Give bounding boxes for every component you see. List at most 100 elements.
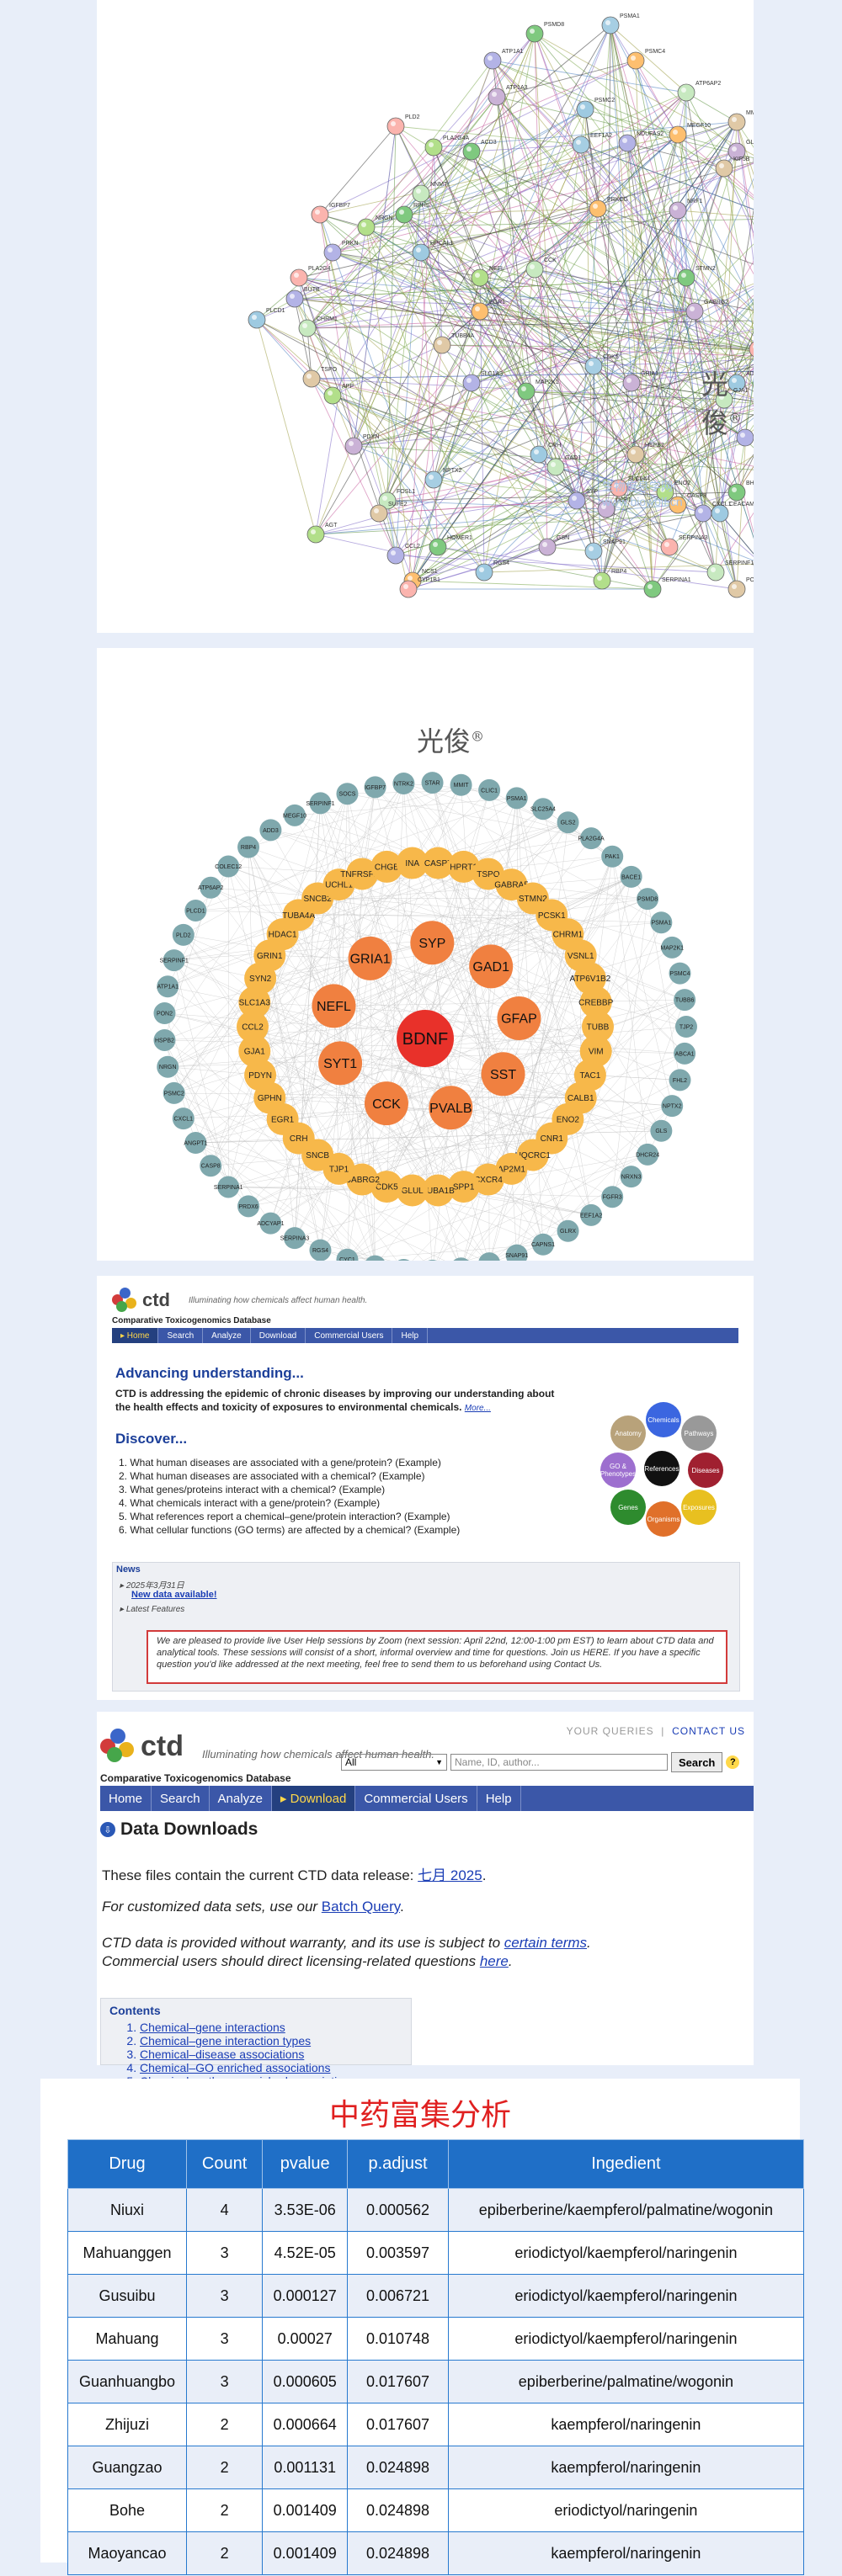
node-circle xyxy=(336,783,359,805)
edge xyxy=(386,822,568,1187)
edge xyxy=(433,208,599,481)
node-circle xyxy=(618,134,637,152)
node-label: BACE1 xyxy=(621,874,641,880)
node-highlight xyxy=(391,550,396,555)
here-link[interactable]: here xyxy=(479,1953,509,1969)
edge xyxy=(534,33,557,468)
edge xyxy=(362,1097,581,1180)
column-header: Ingedient xyxy=(447,2139,805,2189)
nav-item-search[interactable]: Search xyxy=(158,1328,204,1343)
edges xyxy=(256,24,818,590)
edge xyxy=(282,794,348,1119)
edge xyxy=(433,479,679,506)
latest-features[interactable]: ▸ Latest Features xyxy=(120,1605,185,1614)
terms-link[interactable]: certain terms xyxy=(504,1935,588,1951)
category-anatomy[interactable]: Anatomy xyxy=(610,1415,646,1451)
category-go-phenotypes[interactable]: GO & Phenotypes xyxy=(600,1453,636,1488)
ctd-logo-2[interactable]: ctd Illuminating how chemicals affect hu… xyxy=(100,1729,434,1764)
edge xyxy=(610,24,666,493)
question-item[interactable]: 2. What human diseases are associated wi… xyxy=(119,1470,425,1482)
discover-questions: 1. What human diseases are associated wi… xyxy=(119,1456,573,1537)
node-circle xyxy=(469,944,514,989)
edge xyxy=(210,887,552,916)
news-link[interactable]: New data available! xyxy=(131,1590,217,1600)
node-circle xyxy=(650,911,673,934)
node-highlight xyxy=(715,508,720,513)
node-circle xyxy=(525,260,544,279)
category-chemicals[interactable]: Chemicals xyxy=(646,1402,681,1437)
node-hpcal1: HPCAL1 xyxy=(412,241,453,262)
node-label: RGS4 xyxy=(493,560,509,566)
edge xyxy=(479,24,611,312)
node-label: CXCL1 xyxy=(173,1117,193,1123)
category-references[interactable]: References xyxy=(644,1451,679,1486)
search-button[interactable]: Search xyxy=(671,1752,723,1772)
edge xyxy=(479,159,763,279)
node-label: SNCB2 xyxy=(304,895,333,904)
search-input[interactable]: Name, ID, author... xyxy=(450,1754,668,1771)
question-item[interactable]: 1. What human diseases are associated wi… xyxy=(119,1457,441,1469)
node-circle xyxy=(217,1176,240,1198)
node-label: ATP1A1 xyxy=(502,49,524,55)
contact-us-link[interactable]: CONTACT US xyxy=(672,1725,745,1737)
category-exposures[interactable]: Exposures xyxy=(681,1490,717,1525)
nav-item-search[interactable]: Search xyxy=(152,1786,210,1811)
question-item[interactable]: 6. What cellular functions (GO terms) ar… xyxy=(119,1524,461,1536)
category-pathways[interactable]: Pathways xyxy=(681,1415,717,1451)
nav-item-commercial-users[interactable]: Commercial Users xyxy=(306,1328,393,1343)
contents-link[interactable]: Chemical–gene interaction types xyxy=(140,2034,402,2048)
node-label: ATP6V1B2 xyxy=(570,975,611,984)
your-queries-link[interactable]: YOUR QUERIES xyxy=(566,1725,654,1737)
node-highlight xyxy=(673,130,678,135)
nav-item-download[interactable]: Download xyxy=(251,1328,306,1343)
edge xyxy=(546,513,704,548)
category-organisms[interactable]: Organisms xyxy=(646,1501,681,1537)
nav-item-home[interactable]: Home xyxy=(100,1786,152,1811)
nav-item-download[interactable]: ▸ Download xyxy=(271,1786,356,1811)
batch-query-link[interactable]: Batch Query xyxy=(321,1899,401,1915)
node-circle xyxy=(412,243,430,262)
node-highlight xyxy=(416,247,421,252)
node-label: RBP4 xyxy=(611,569,626,575)
help-icon[interactable]: ? xyxy=(726,1755,740,1769)
edge xyxy=(294,298,771,354)
ctd-logo[interactable]: ctd Illuminating how chemicals affect hu… xyxy=(112,1288,367,1313)
nav-item-help[interactable]: Help xyxy=(477,1786,521,1811)
more-link[interactable]: More... xyxy=(464,1404,491,1413)
edge xyxy=(496,96,738,384)
nav-item-home[interactable]: ▸ Home xyxy=(112,1328,159,1343)
category-diseases[interactable]: Diseases xyxy=(688,1453,723,1488)
node-cdk5: CDK5 xyxy=(584,354,619,375)
page-title: Data Downloads xyxy=(120,1819,258,1839)
node-circle xyxy=(620,865,642,888)
nav-item-analyze[interactable]: Analyze xyxy=(210,1786,272,1811)
contents-link[interactable]: Chemical–GO enriched associations xyxy=(140,2061,402,2074)
edge xyxy=(611,899,648,1198)
table-cell: Guangzao xyxy=(67,2446,187,2489)
search-scope-select[interactable]: All▼ xyxy=(341,1754,447,1771)
nav-item-commercial-users[interactable]: Commercial Users xyxy=(355,1786,477,1811)
nav-item-help[interactable]: Help xyxy=(392,1328,429,1343)
edge xyxy=(496,96,738,493)
question-item[interactable]: 5. What references report a chemical–gen… xyxy=(119,1511,450,1522)
edge xyxy=(315,504,679,535)
edge xyxy=(332,151,738,253)
category-genes[interactable]: Genes xyxy=(610,1490,646,1525)
node-circle xyxy=(217,855,240,878)
edge xyxy=(168,958,370,1067)
contents-link[interactable]: Chemical–gene interactions xyxy=(140,2021,402,2034)
node-label: TSPO xyxy=(321,367,338,373)
question-item[interactable]: 3. What genes/proteins interact with a c… xyxy=(119,1484,386,1495)
nav-item-analyze[interactable]: Analyze xyxy=(203,1328,251,1343)
node-label: SERPINA3 xyxy=(280,1236,310,1242)
node-nptx2: NPTX2 xyxy=(424,468,462,489)
question-item[interactable]: 4. What chemicals interact with a gene/p… xyxy=(119,1497,381,1509)
edge xyxy=(386,1017,520,1104)
release-link[interactable]: 七月 2025 xyxy=(418,1867,482,1883)
contents-link[interactable]: Chemical–disease associations xyxy=(140,2048,402,2061)
table-cell: eriodictyol/kaempferol/naringenin xyxy=(447,2274,805,2318)
edge xyxy=(420,193,813,422)
node-highlight xyxy=(673,205,678,210)
node-label: CCK xyxy=(372,1097,401,1112)
